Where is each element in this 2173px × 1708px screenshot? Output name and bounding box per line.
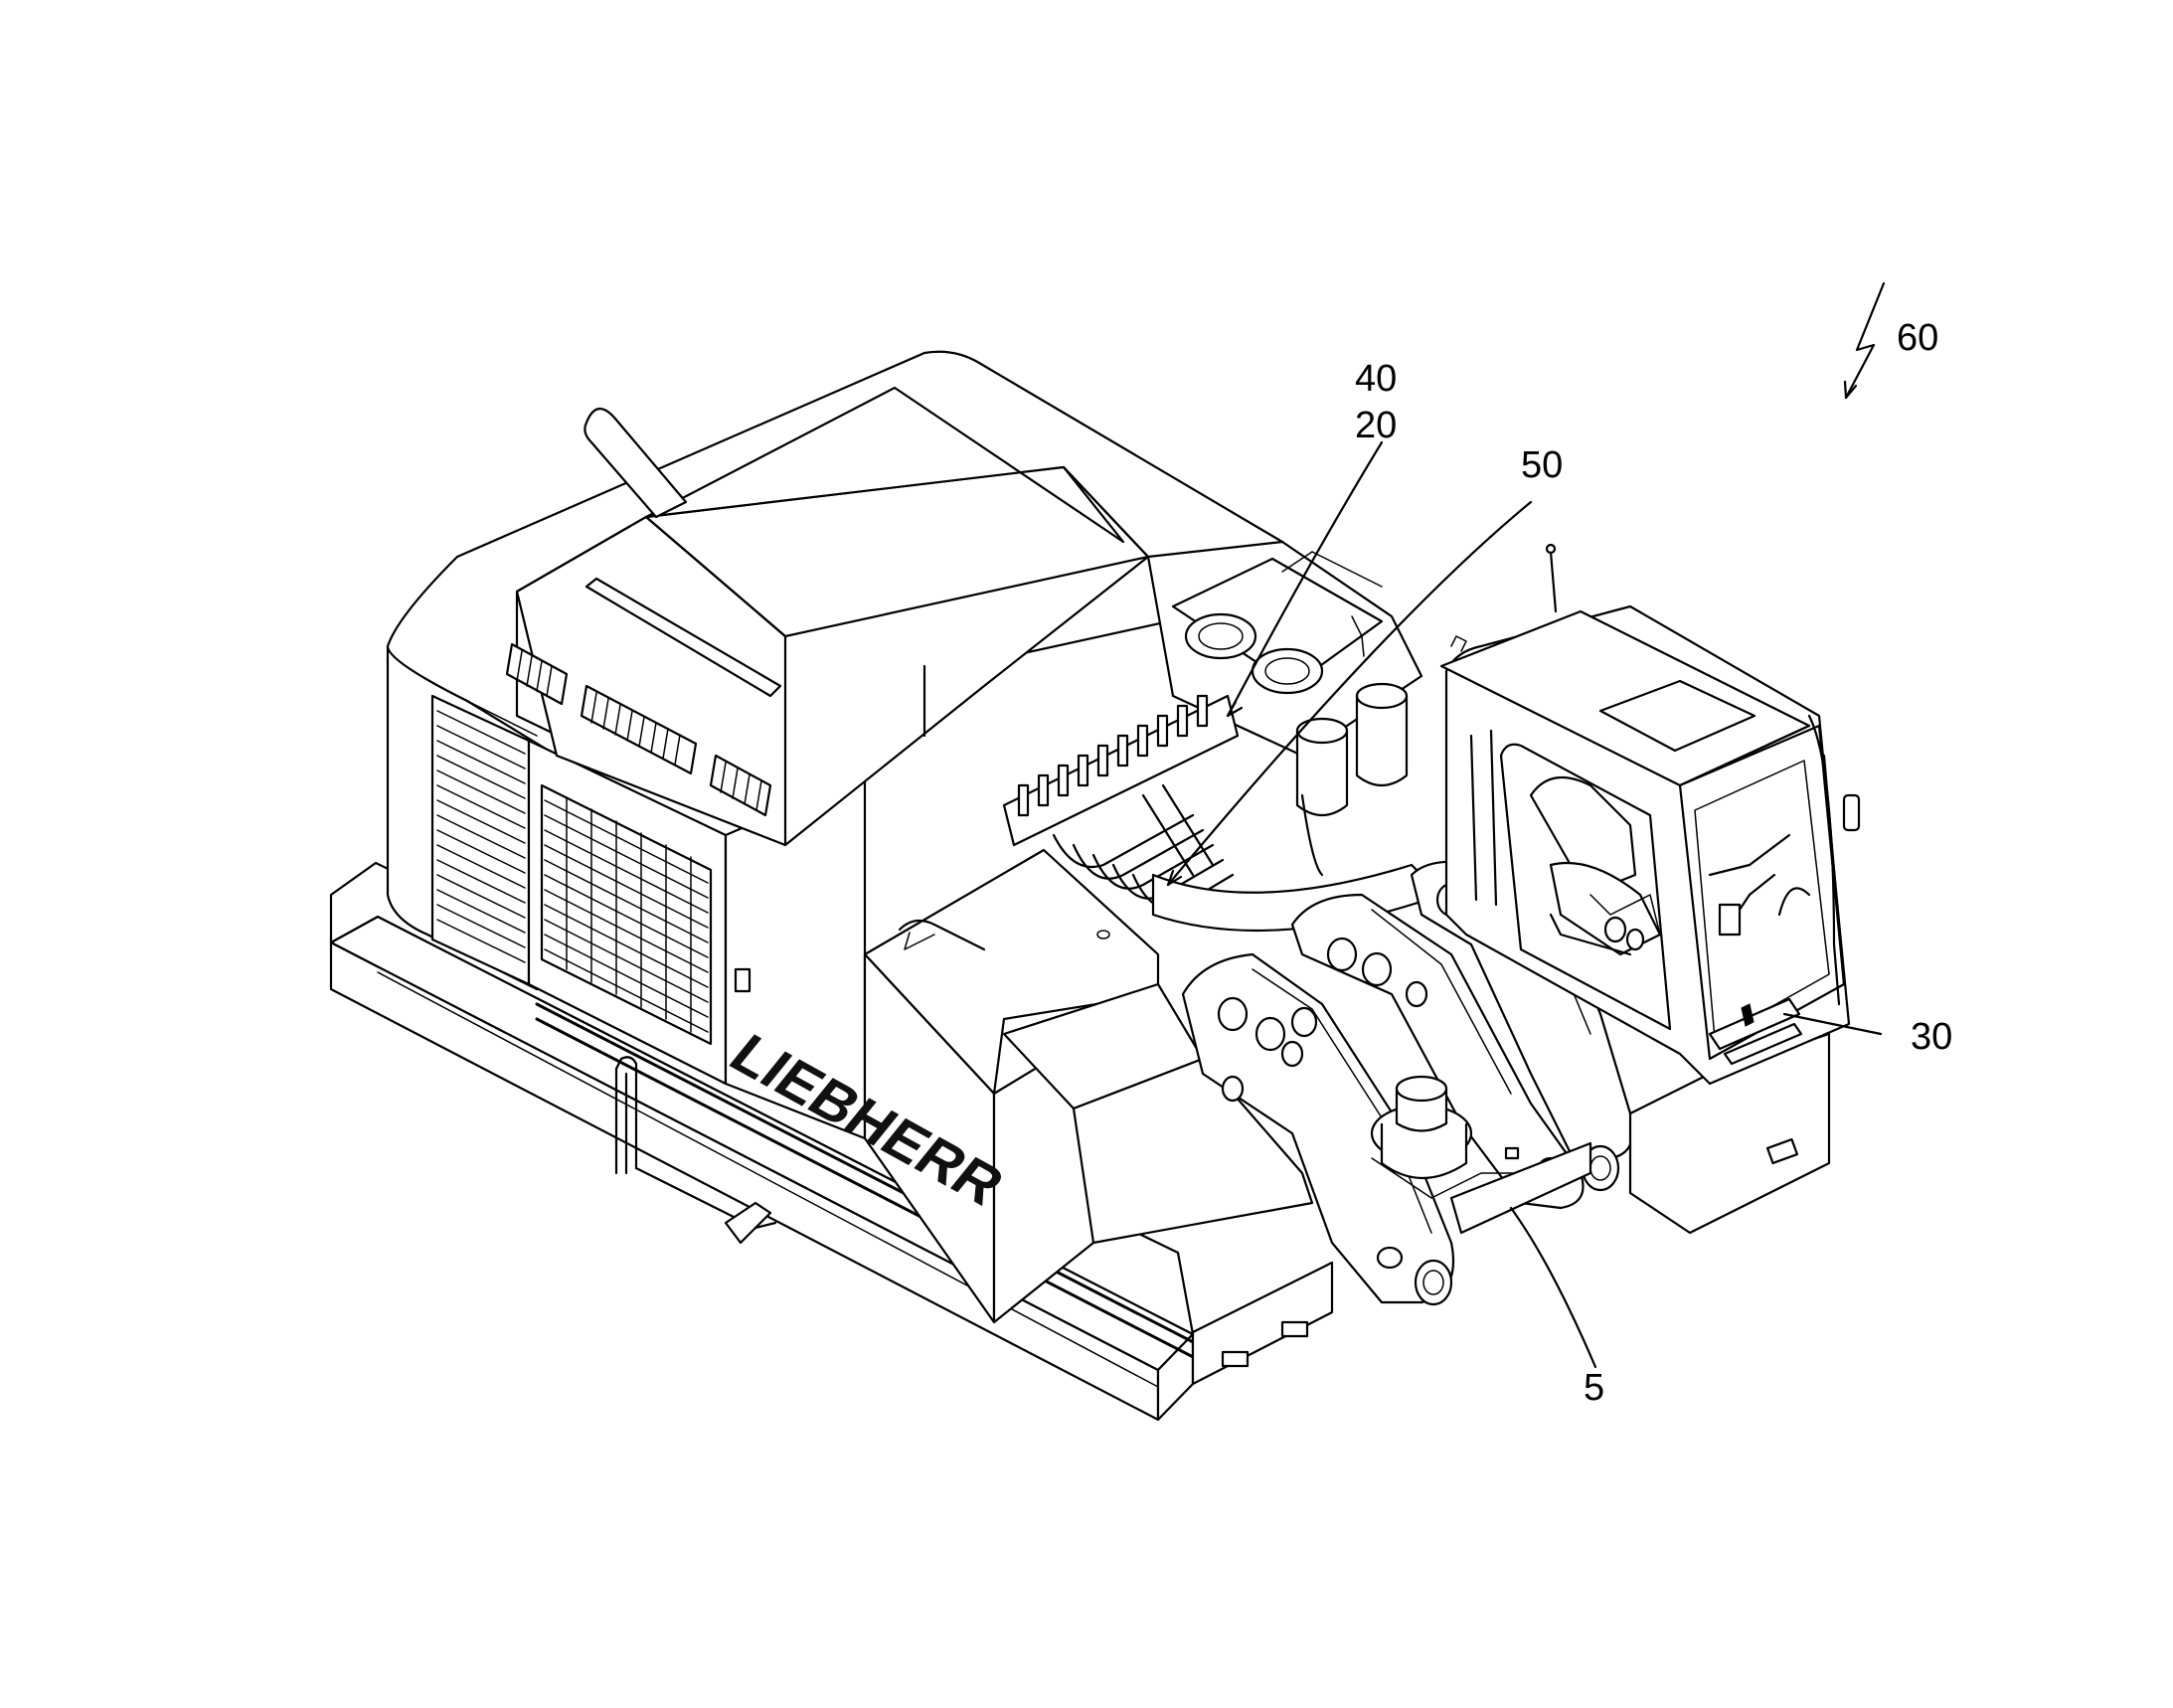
label-40: 40 — [1355, 358, 1397, 400]
label-20: 20 — [1355, 405, 1397, 446]
arrow-60 — [1844, 281, 1886, 400]
mirror — [1842, 793, 1861, 832]
leader-40-20 — [1226, 440, 1384, 718]
label-50: 50 — [1521, 444, 1563, 486]
label-60: 60 — [1897, 317, 1938, 359]
turntable — [1151, 793, 1443, 933]
tank-cap-2 — [1251, 647, 1324, 695]
exhaust-pipe — [584, 408, 688, 519]
leader-30 — [1782, 1012, 1883, 1036]
operator-seat — [1529, 775, 1662, 956]
door-handle — [734, 967, 752, 993]
filters — [1295, 682, 1409, 817]
leader-5 — [1509, 1206, 1597, 1369]
antenna — [1549, 550, 1558, 613]
operator-cab — [1439, 543, 1861, 1235]
valve-stems — [1017, 694, 1209, 817]
engine-cover — [505, 386, 1150, 847]
front-toolbox — [863, 848, 1334, 1386]
swing-drive — [1370, 1075, 1592, 1235]
left-grille — [436, 710, 526, 963]
grab-handle — [614, 1056, 777, 1245]
label-30: 30 — [1911, 1016, 1952, 1058]
radiator-mesh — [544, 796, 709, 1033]
tank-cap-1 — [1184, 612, 1257, 660]
label-5: 5 — [1584, 1367, 1604, 1409]
leader-lines — [1166, 281, 1886, 1369]
leader-50 — [1166, 500, 1533, 887]
reference-labels: 60 40 20 50 30 5 — [1355, 317, 1952, 1409]
cover-vents — [505, 642, 772, 817]
